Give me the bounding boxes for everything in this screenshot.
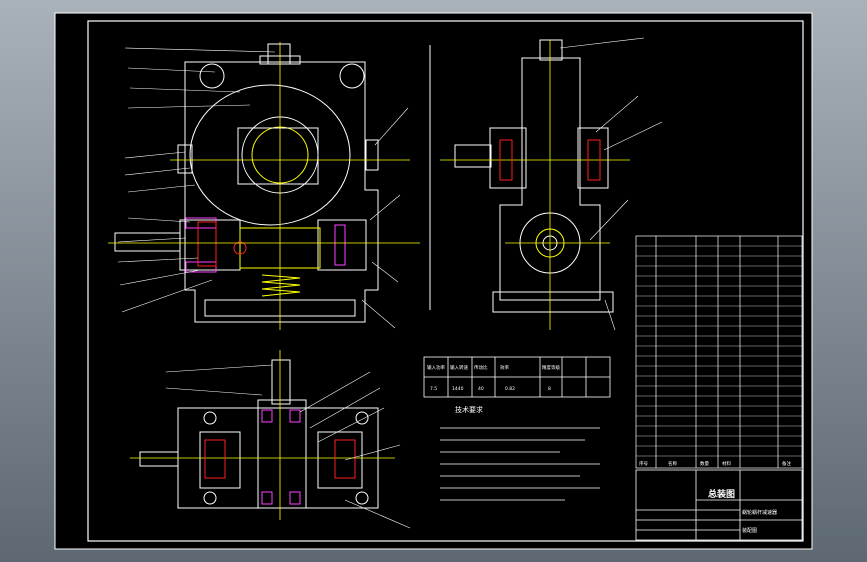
top-view-bearings [261, 409, 301, 505]
side-view [429, 39, 614, 313]
param-header-eff: 效率 [500, 364, 509, 371]
bom-header-index: 序号 [639, 460, 648, 467]
front-view [114, 43, 379, 323]
top-view [139, 359, 379, 509]
bom-header-remark: 备注 [782, 460, 791, 467]
bom-header: 序号 名称 数量 材料 备注 [639, 460, 791, 467]
drawing-sheet [55, 13, 812, 549]
top-centerlines [130, 350, 395, 520]
side-view-red [499, 139, 601, 181]
bom-table [635, 235, 803, 469]
drawing-subtitle: 蜗轮蜗杆减速器 [742, 509, 777, 516]
outer-border [54, 12, 813, 550]
tech-requirements-lines [440, 427, 600, 501]
top-view-red [204, 439, 356, 479]
param-value-eff: 0.82 [505, 386, 515, 392]
tech-requirements-title: 技术要求 [455, 405, 483, 414]
parameter-table-text: 输入功率 输入转速 传动比 效率 精度等级 7.5 1440 40 0.82 8 [427, 364, 560, 392]
drawing-subtitle-2: 装配图 [742, 527, 757, 534]
param-value-ratio: 40 [478, 386, 484, 392]
front-centerlines [108, 42, 420, 330]
param-value-power: 7.5 [430, 386, 437, 392]
param-value-grade: 8 [548, 386, 551, 392]
param-header-ratio: 传动比 [474, 364, 488, 371]
side-centerlines [440, 40, 630, 330]
param-header-grade: 精度等级 [542, 364, 560, 371]
bom-header-name: 名称 [668, 460, 677, 467]
bom-row-lines [636, 245, 802, 457]
title-block [635, 469, 803, 541]
parameter-table [423, 356, 611, 398]
param-header-speed: 输入转速 [450, 364, 468, 371]
leader-lines [117, 37, 663, 529]
bom-header-qty: 数量 [700, 460, 709, 467]
param-value-speed: 1440 [452, 386, 464, 392]
bom-header-material: 材料 [722, 460, 731, 467]
param-header-power: 输入功率 [427, 364, 445, 371]
inner-border [87, 20, 804, 542]
drawing-title: 总装图 [708, 488, 735, 500]
